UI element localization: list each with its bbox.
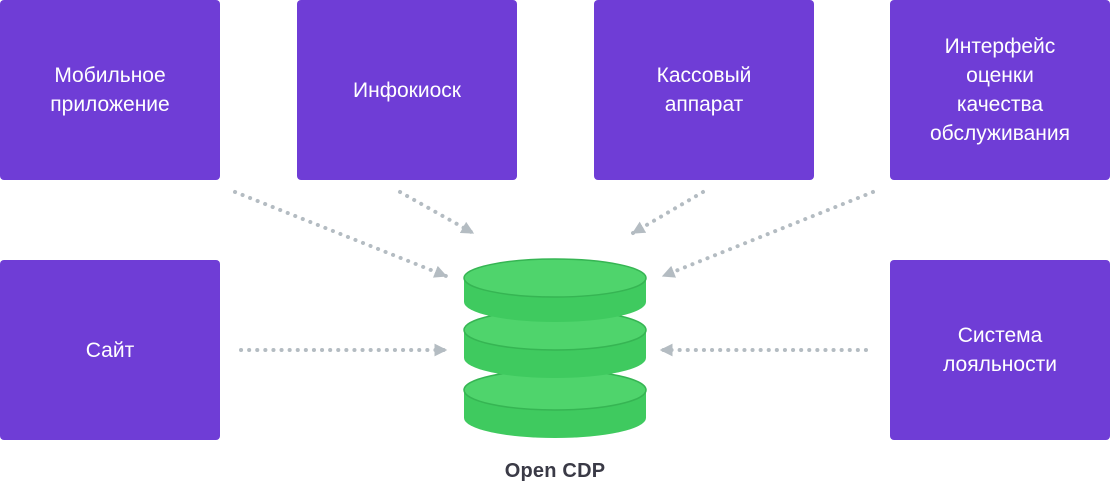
- source-label-kiosk: Инфокиоск: [353, 78, 461, 102]
- source-box-loyalty: Система лояльности: [890, 260, 1110, 440]
- hub-caption: Open CDP: [504, 460, 606, 482]
- arrow-mobile-to-hub: [233, 190, 448, 278]
- arrow-rating-to-hub: [661, 190, 875, 278]
- source-label-mobile-app: Мобильное приложение: [50, 64, 170, 116]
- source-label-loyalty: Система лояльности: [943, 324, 1057, 376]
- arrow-kiosk-to-hub: [398, 190, 475, 235]
- source-label-service-rating: Интерфейс оценки качества обслуживания: [929, 35, 1071, 145]
- source-box-website: Сайт: [0, 260, 220, 440]
- source-box-cash-register: Кассовый аппарат: [594, 0, 814, 180]
- source-box-mobile-app: Мобильное приложение: [0, 0, 220, 180]
- source-label-website: Сайт: [85, 338, 135, 362]
- source-box-service-rating: Интерфейс оценки качества обслуживания: [890, 0, 1110, 180]
- source-box-kiosk: Инфокиоск: [297, 0, 517, 180]
- source-label-cash-register: Кассовый аппарат: [656, 64, 752, 116]
- arrow-pos-to-hub: [631, 190, 705, 235]
- database-icon: [463, 258, 647, 438]
